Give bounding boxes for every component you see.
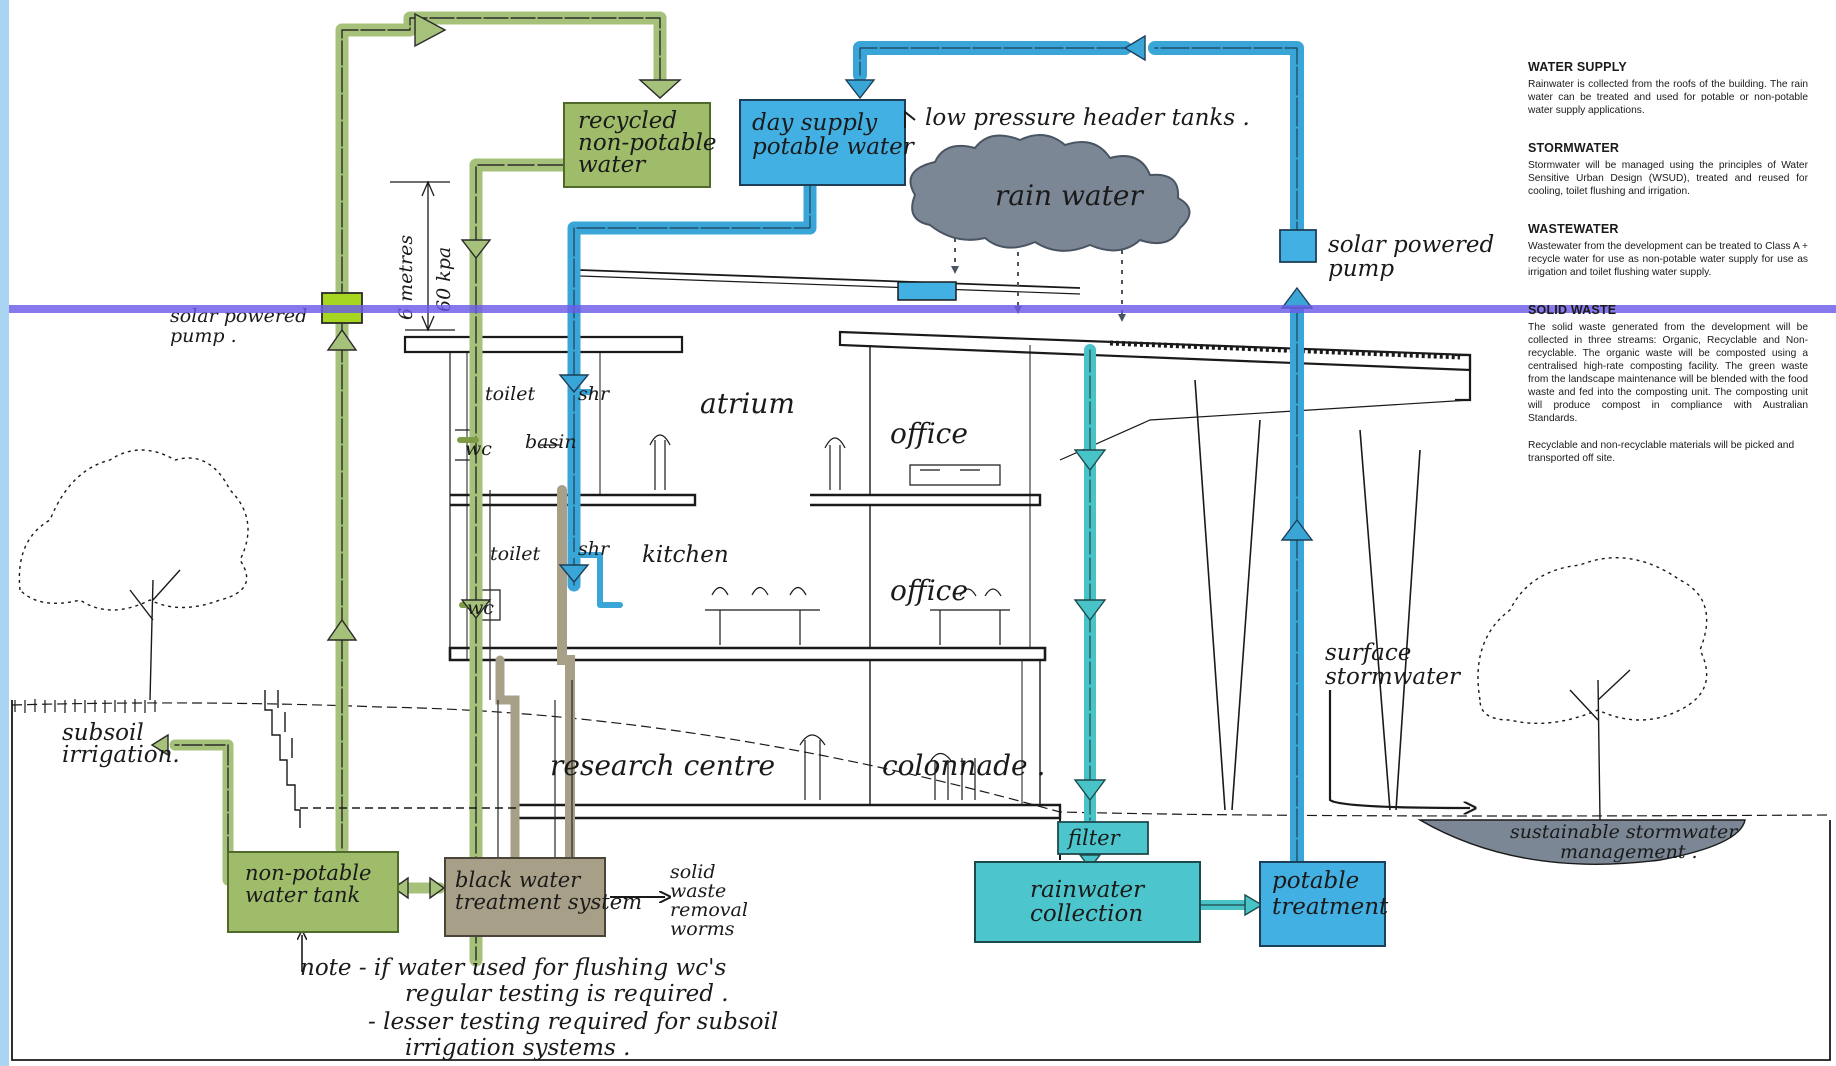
kpa-label: 60 kpa — [433, 247, 455, 312]
tree-right — [1478, 558, 1707, 820]
black-water-label: black water treatment system — [455, 868, 642, 914]
wc-2-label: wc — [467, 597, 494, 619]
subsoil-well — [265, 690, 300, 828]
legend-stormwater: STORMWATER Stormwater will be managed us… — [1528, 141, 1808, 198]
wc-1-label: wc — [465, 438, 492, 460]
legend-text: The solid waste generated from the devel… — [1528, 321, 1808, 425]
shr-2-label: shr — [578, 538, 611, 560]
non-potable-tank-label: non-potable water tank — [245, 861, 378, 907]
legend-text: Rainwater is collected from the roofs of… — [1528, 78, 1808, 117]
legend-extra-text: Recyclable and non-recyclable materials … — [1528, 439, 1808, 465]
legend-heading: SOLID WASTE — [1528, 303, 1808, 317]
legend-heading: WASTEWATER — [1528, 222, 1808, 236]
legend-water-supply: WATER SUPPLY Rainwater is collected from… — [1528, 60, 1808, 117]
rain-water-label: rain water — [995, 179, 1144, 212]
filter-label: filter — [1066, 826, 1122, 850]
toilet-2-label: toilet — [490, 543, 540, 565]
subsoil-irrigation-label: subsoil irrigation. — [62, 720, 180, 768]
solid-waste-label: solid waste removal worms — [670, 861, 754, 940]
research-centre-label: research centre — [550, 749, 775, 782]
solar-pump-right — [1280, 230, 1316, 262]
grass-hatch — [15, 699, 155, 713]
left-margin-strip — [0, 0, 9, 1066]
rainwater-collection-label: rainwater collection — [1030, 877, 1151, 927]
basin-label: basin — [525, 431, 577, 453]
colonnade-label: colonnade . — [882, 749, 1045, 782]
header-tanks-arrow — [905, 112, 915, 128]
note-text: note - if water used for flushing wc's r… — [300, 955, 786, 1061]
legend-heading: WATER SUPPLY — [1528, 60, 1808, 74]
interior-sketches — [650, 435, 1010, 800]
shr-1-label: shr — [578, 383, 611, 405]
tree-left — [19, 450, 248, 700]
toilet-1-label: toilet — [485, 383, 535, 405]
kitchen-label: kitchen — [642, 542, 729, 568]
header-tanks-label: low pressure header tanks . — [925, 105, 1250, 131]
office-1-label: office — [890, 417, 968, 450]
surface-stormwater-label: surface stormwater — [1325, 640, 1462, 690]
office-2-label: office — [890, 574, 968, 607]
legend-text: Stormwater will be managed using the pri… — [1528, 159, 1808, 198]
atrium-label: atrium — [700, 387, 795, 420]
legend-text: Wastewater from the development can be t… — [1528, 240, 1808, 279]
header-tank — [898, 282, 956, 300]
legend-panel: WATER SUPPLY Rainwater is collected from… — [1528, 60, 1808, 489]
legend-wastewater: WASTEWATER Wastewater from the developme… — [1528, 222, 1808, 279]
sunshade-posts — [1195, 380, 1420, 810]
legend-solid-waste: SOLID WASTE The solid waste generated fr… — [1528, 303, 1808, 465]
legend-heading: STORMWATER — [1528, 141, 1808, 155]
solar-pump-right-label: solar powered pump — [1328, 232, 1502, 282]
